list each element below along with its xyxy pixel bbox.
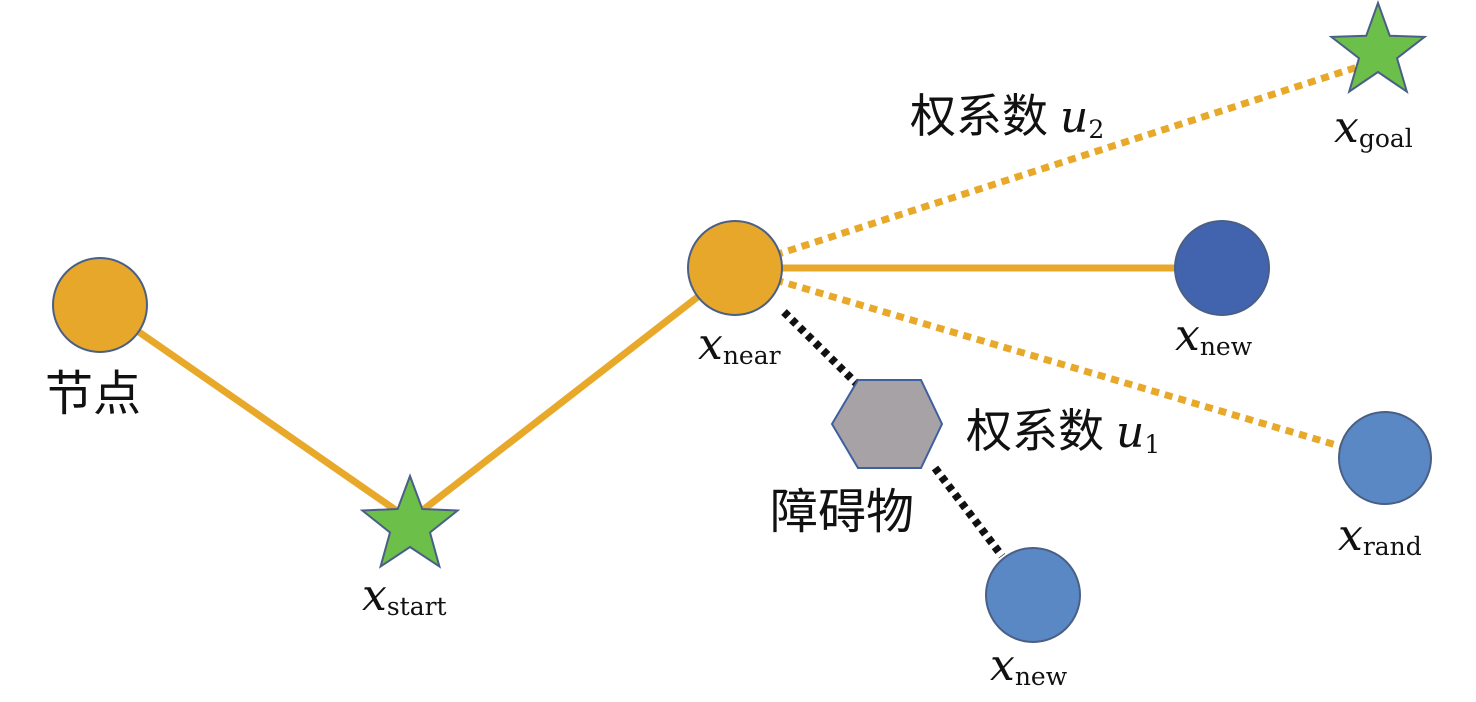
- blocked-edge-near-to-obstacle: [781, 309, 861, 388]
- x-start-sub: start: [387, 592, 447, 621]
- x-rand-var: x: [1338, 510, 1363, 561]
- x-near-node: [687, 220, 783, 316]
- weight-u2-var: u: [1060, 92, 1088, 143]
- x-new-label: xnew: [1175, 310, 1253, 361]
- edge-near-to-goal-weighted: [733, 59, 1372, 272]
- x-new-blocked-node: [985, 547, 1081, 643]
- tree-node: [52, 257, 148, 353]
- x-rand-node: [1338, 411, 1432, 505]
- x-goal-sub: goal: [1359, 124, 1413, 153]
- blocked-edge-obstacle-to-new: [931, 465, 1006, 559]
- weight-u1-sub: 1: [1144, 430, 1160, 459]
- x-new-blocked-sub: new: [1015, 662, 1068, 691]
- weight-u2-sub: 2: [1088, 115, 1104, 144]
- x-start-var: x: [362, 570, 387, 621]
- x-new-blocked-label: xnew: [990, 640, 1068, 691]
- obstacle-label: 障碍物: [770, 484, 914, 540]
- edge-start-to-near: [406, 264, 739, 524]
- x-near-sub: near: [723, 341, 781, 370]
- node-label: 节点: [45, 366, 141, 422]
- goal-star-icon: [1328, 0, 1428, 94]
- x-goal-label: xgoal: [1334, 102, 1413, 153]
- weight-u2-zh: 权系数: [910, 89, 1048, 143]
- x-new-sub: new: [1200, 332, 1253, 361]
- x-new-node: [1174, 220, 1270, 316]
- x-rand-label: xrand: [1338, 510, 1422, 561]
- x-rand-sub: rand: [1363, 532, 1422, 561]
- weight-u1-zh: 权系数: [966, 404, 1104, 458]
- obstacle-hexagon: [830, 379, 944, 469]
- x-near-label: xnear: [698, 319, 781, 370]
- start-star-icon: [359, 473, 461, 569]
- edge-node-to-start: [96, 301, 414, 524]
- x-near-var: x: [698, 319, 723, 370]
- x-goal-var: x: [1334, 102, 1359, 153]
- x-new-var: x: [1175, 310, 1200, 361]
- x-start-label: xstart: [362, 570, 447, 621]
- edge-near-to-rand-weighted: [734, 264, 1371, 459]
- weight-u1-var: u: [1116, 407, 1144, 458]
- x-new-blocked-var: x: [990, 640, 1015, 691]
